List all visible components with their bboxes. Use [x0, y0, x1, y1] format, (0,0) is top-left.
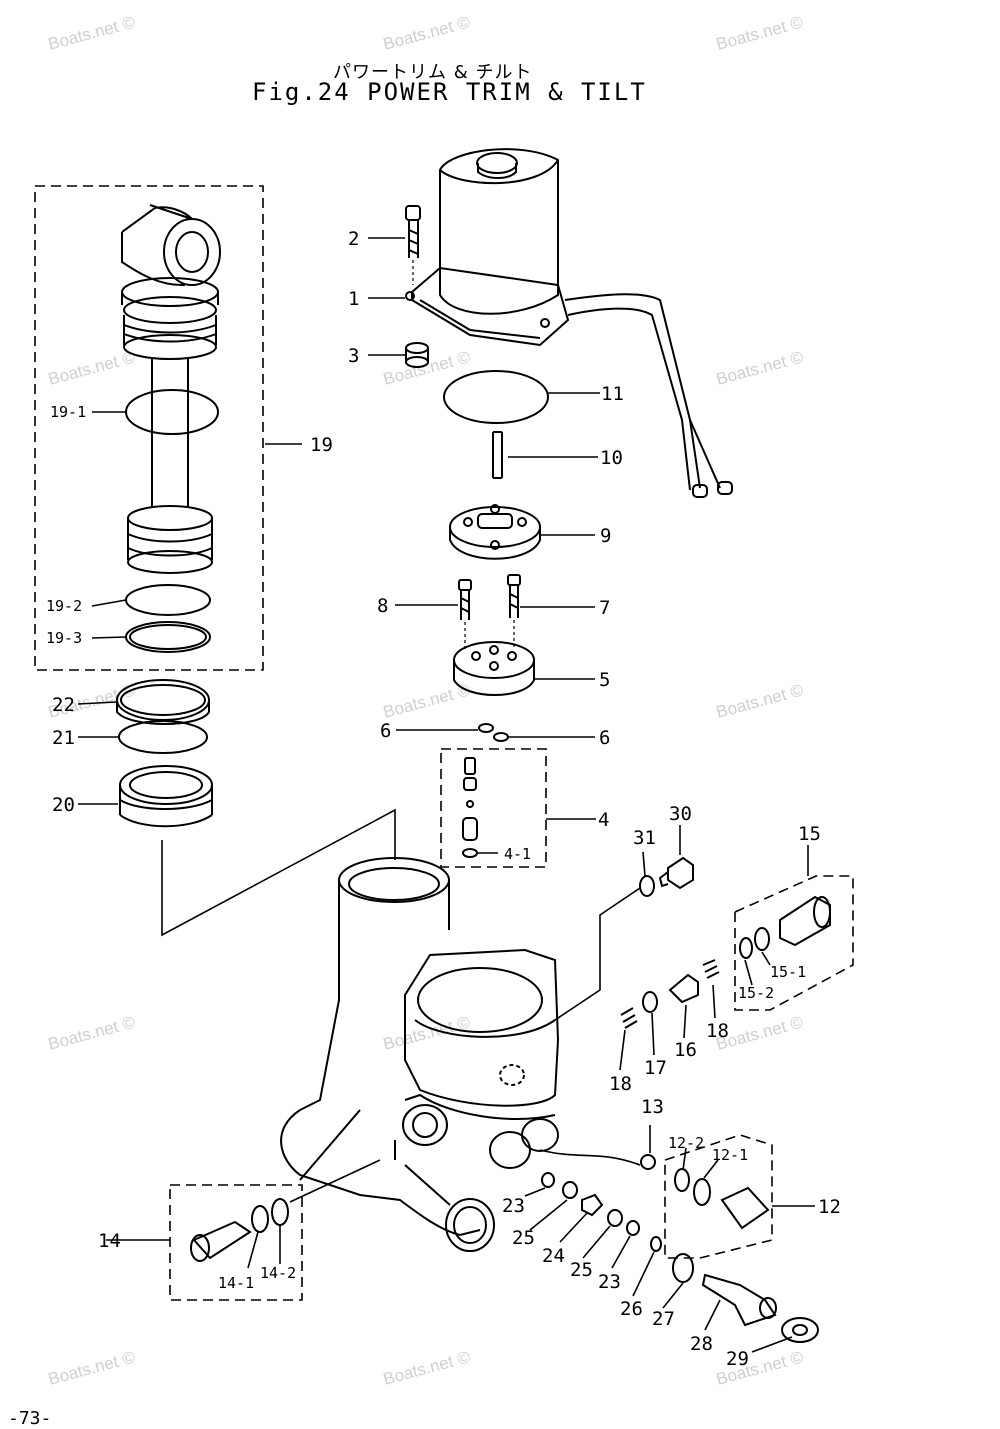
part-8-bolt	[458, 579, 472, 650]
watermark: Boats.net ©	[46, 1347, 137, 1389]
rings-20-22	[77, 679, 396, 937]
watermark: Boats.net ©	[46, 1012, 137, 1054]
part-10-pin	[492, 431, 503, 479]
page-number: -73-	[8, 1408, 52, 1429]
parts-23-27-fittings	[541, 1172, 694, 1283]
label-13: 13	[641, 1096, 664, 1118]
label-8: 8	[377, 595, 388, 617]
label-10: 10	[600, 447, 623, 469]
label-14-1: 14-1	[218, 1274, 254, 1292]
label-19-2: 19-2	[46, 597, 82, 615]
part-16-valve	[668, 973, 699, 1004]
group-4-check-valve	[440, 748, 547, 868]
part-5-valve-body	[453, 641, 535, 696]
part-2-bolt	[405, 205, 421, 285]
label-9: 9	[600, 525, 611, 547]
part-31-oring	[639, 875, 655, 897]
watermark: Boats.net ©	[714, 12, 805, 54]
label-19-3: 19-3	[46, 629, 82, 647]
label-2: 2	[348, 228, 359, 250]
part-3-collar	[405, 342, 429, 368]
label-15: 15	[798, 823, 821, 845]
part-1-motor	[405, 148, 733, 498]
label-11: 11	[601, 383, 624, 405]
label-27: 27	[652, 1308, 675, 1330]
part-6-orings	[478, 723, 509, 742]
label-4: 4	[598, 809, 609, 831]
part-28-shaft	[701, 1273, 777, 1327]
watermark: Boats.net ©	[381, 1347, 472, 1389]
part-30-plug	[658, 856, 694, 890]
label-19: 19	[310, 434, 333, 456]
label-1: 1	[348, 288, 359, 310]
label-19-1: 19-1	[50, 403, 86, 421]
label-21: 21	[52, 727, 75, 749]
label-23a: 23	[502, 1195, 525, 1217]
watermark: Boats.net ©	[46, 347, 137, 389]
label-22: 22	[52, 694, 75, 716]
label-28: 28	[690, 1333, 713, 1355]
label-31: 31	[633, 827, 656, 849]
part-labels: 2 1 3 11 10 9 8 7 5 6 6 4 4-1 31 30 15 1…	[46, 228, 841, 1370]
ring-19-2	[125, 584, 211, 616]
label-20: 20	[52, 794, 75, 816]
label-23b: 23	[598, 1271, 621, 1293]
label-5: 5	[599, 669, 610, 691]
group-14-valve	[106, 1184, 303, 1301]
label-12-1: 12-1	[712, 1146, 748, 1164]
title-japanese: パワートリム & チルト	[333, 62, 533, 83]
label-4-1: 4-1	[504, 845, 531, 863]
watermark: Boats.net ©	[714, 347, 805, 389]
watermark: Boats.net ©	[46, 12, 137, 54]
watermark: Boats.net ©	[381, 347, 472, 389]
label-7: 7	[599, 597, 610, 619]
group-19-tilt-cylinder	[34, 185, 302, 671]
label-18a: 18	[609, 1073, 632, 1095]
part-11-oring	[443, 370, 549, 424]
label-6a: 6	[380, 720, 391, 742]
ring-19-3	[125, 621, 211, 653]
label-24: 24	[542, 1245, 565, 1267]
label-14-2: 14-2	[260, 1264, 296, 1282]
label-16: 16	[674, 1039, 697, 1061]
watermark: Boats.net ©	[714, 680, 805, 722]
title-english: Fig.24 POWER TRIM & TILT	[252, 78, 647, 106]
group-12-valve	[664, 1134, 773, 1259]
label-30: 30	[669, 803, 692, 825]
label-26: 26	[620, 1298, 643, 1320]
label-15-2: 15-2	[738, 984, 774, 1002]
part-18-spring	[620, 959, 720, 1029]
watermark: Boats.net ©	[381, 1012, 472, 1054]
main-housing	[280, 857, 641, 1252]
leader-lines	[247, 237, 815, 1353]
part-9-gear-pump	[449, 504, 541, 560]
watermark: Boats.net ©	[381, 12, 472, 54]
part-7-bolt	[507, 574, 521, 648]
group-15-valve	[734, 875, 854, 1011]
label-29: 29	[726, 1348, 749, 1370]
label-18b: 18	[706, 1020, 729, 1042]
oring-19-1	[125, 389, 219, 435]
label-17: 17	[644, 1057, 667, 1079]
label-12-2: 12-2	[668, 1134, 704, 1152]
label-15-1: 15-1	[770, 963, 806, 981]
part-17-seal	[642, 991, 658, 1013]
part-29-washer	[781, 1317, 819, 1343]
label-25a: 25	[512, 1227, 535, 1249]
label-6b: 6	[599, 727, 610, 749]
label-12: 12	[818, 1196, 841, 1218]
label-3: 3	[348, 345, 359, 367]
part-13-ring	[640, 1154, 656, 1170]
label-14: 14	[98, 1230, 121, 1252]
label-25b: 25	[570, 1259, 593, 1281]
